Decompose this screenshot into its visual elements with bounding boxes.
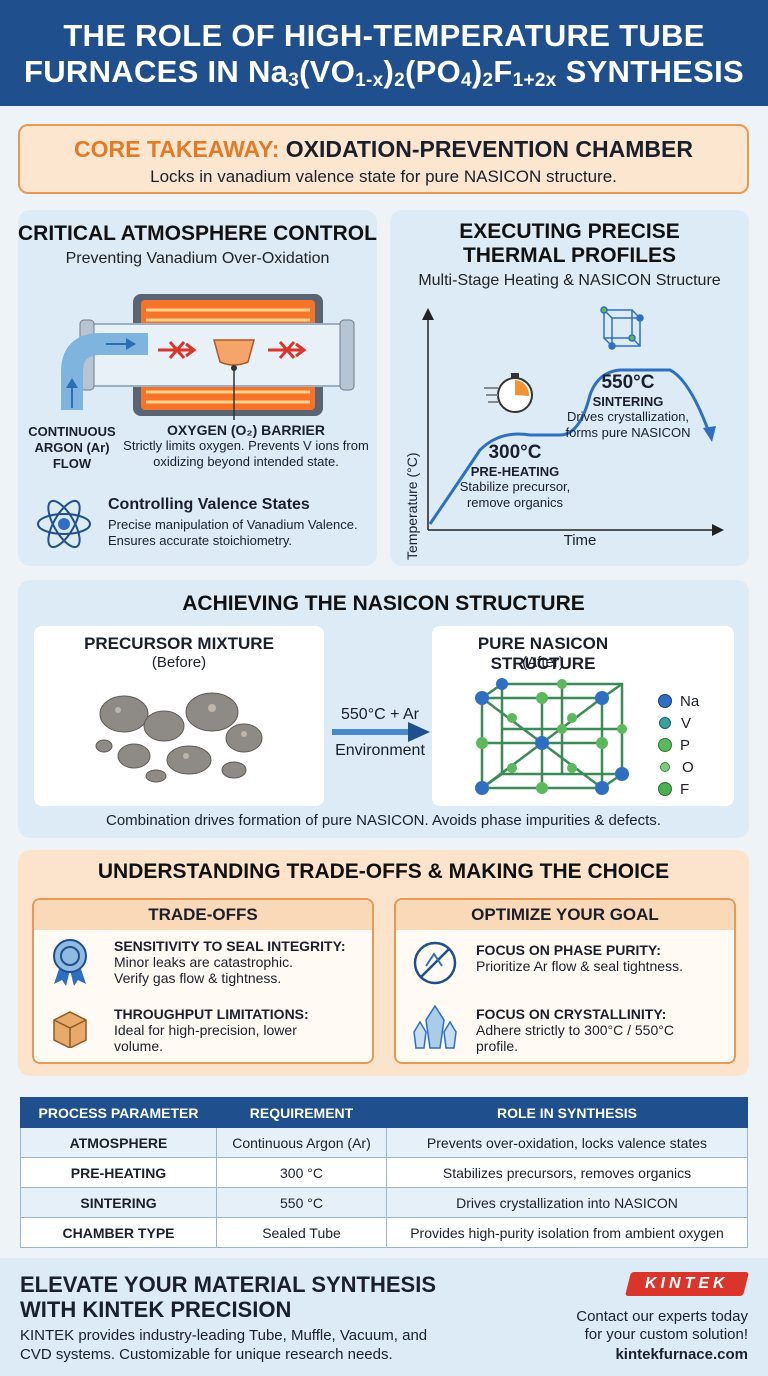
atmosphere-title: CRITICAL ATMOSPHERE CONTROL — [18, 222, 377, 245]
column-header: REQUIREMENT — [216, 1097, 387, 1128]
tradeoff-item-seal: SENSITIVITY TO SEAL INTEGRITY: Minor lea… — [114, 938, 346, 986]
atmosphere-panel: CRITICAL ATMOSPHERE CONTROL Preventing V… — [18, 210, 377, 566]
legend-swatch — [658, 694, 672, 708]
legend-item-o: O — [658, 756, 728, 778]
y-axis-label: Temperature (°C) — [404, 452, 420, 560]
takeaway-heading: CORE TAKEAWAY: OXIDATION-PREVENTION CHAM… — [74, 136, 693, 162]
table-cell: PRE-HEATING — [20, 1157, 217, 1188]
stopwatch-icon — [484, 373, 533, 413]
nasicon-title: ACHIEVING THE NASICON STRUCTURE — [182, 592, 585, 615]
precursor-particles-image — [95, 692, 263, 783]
thermal-profile-chart — [422, 306, 724, 536]
oxygen-barrier-block: OXYGEN (O₂) BARRIER Strictly limits oxyg… — [118, 422, 374, 470]
nasicon-caption: Combination drives formation of pure NAS… — [106, 812, 661, 829]
tradeoffs-card: TRADE-OFFS SENSITIVITY TO SEAL INTEGRITY… — [32, 898, 374, 1064]
arrow-top-label: 550°C + Ar — [341, 706, 419, 723]
table-cell: Continuous Argon (Ar) — [216, 1127, 387, 1158]
atmosphere-subtitle: Preventing Vanadium Over-Oxidation — [65, 250, 330, 267]
optimize-item-purity: FOCUS ON PHASE PURITY: Prioritize Ar flo… — [476, 942, 683, 974]
crystal-lattice-icon — [600, 306, 644, 350]
tradeoffs-panel: UNDERSTANDING TRADE-OFFS & MAKING THE CH… — [18, 850, 749, 1076]
footer-text: KINTEK provides industry-leading Tube, M… — [20, 1327, 428, 1363]
sintering-annotation: 550°C SINTERING Drives crystallization, … — [565, 372, 691, 440]
page-title: THE ROLE OF HIGH-TEMPERATURE TUBE FURNAC… — [0, 18, 768, 99]
valence-block: Controlling Valence States Precise manip… — [108, 496, 374, 549]
column-header: PROCESS PARAMETER — [20, 1097, 217, 1128]
oxygen-barrier-title: OXYGEN (O₂) BARRIER — [167, 422, 325, 438]
no-impurity-icon — [413, 941, 457, 985]
kintek-logo[interactable]: KINTEK — [625, 1272, 749, 1296]
table-cell: 550 °C — [216, 1187, 387, 1218]
atom-icon — [37, 499, 91, 549]
precursor-card: PRECURSOR MIXTURE (Before) — [34, 626, 324, 806]
table-cell: Sealed Tube — [216, 1217, 387, 1248]
oxygen-blocked-arrows — [158, 341, 307, 359]
footer-url-link[interactable]: kintekfurnace.com — [615, 1346, 748, 1363]
table-row: PRE-HEATING 300 °C Stabilizes precursors… — [20, 1157, 748, 1188]
title-line-2: FURNACES IN Na3(VO1-x)2(PO4)2F1+2x SYNTH… — [23, 54, 744, 91]
nasicon-card: PURE NASICON STRUCTURE (After) Na V — [432, 626, 734, 806]
process-parameter-table: PROCESS PARAMETER REQUIREMENT ROLE IN SY… — [20, 1097, 748, 1248]
valence-title: Controlling Valence States — [108, 496, 310, 513]
nasicon-lattice-image — [475, 678, 629, 795]
tradeoff-item-throughput: THROUGHPUT LIMITATIONS: Ideal for high-p… — [114, 1006, 309, 1054]
column-header: ROLE IN SYNTHESIS — [386, 1097, 748, 1128]
tube-furnace-diagram — [61, 294, 355, 420]
transform-arrow-icon — [332, 722, 430, 742]
legend-item-v: V — [658, 712, 728, 734]
table-cell: Stabilizes precursors, removes organics — [386, 1157, 748, 1188]
title-line-1: THE ROLE OF HIGH-TEMPERATURE TUBE — [63, 18, 705, 53]
takeaway-text: Locks in vanadium valence state for pure… — [150, 167, 617, 186]
legend-swatch — [660, 762, 670, 772]
nasicon-panel: ACHIEVING THE NASICON STRUCTURE PRECURSO… — [18, 580, 749, 838]
table-cell: CHAMBER TYPE — [20, 1217, 217, 1248]
table-row: ATMOSPHERE Continuous Argon (Ar) Prevent… — [20, 1127, 748, 1158]
tradeoffs-title: UNDERSTANDING TRADE-OFFS & MAKING THE CH… — [97, 860, 670, 883]
table-cell: Drives crystallization into NASICON — [386, 1187, 748, 1218]
y-axis-label-wrap: Temperature (°C) — [404, 452, 424, 590]
table-row: CHAMBER TYPE Sealed Tube Provides high-p… — [20, 1217, 748, 1248]
optimize-card: OPTIMIZE YOUR GOAL FOCUS ON PHASE PURITY… — [394, 898, 736, 1064]
table-cell: Provides high-purity isolation from ambi… — [386, 1217, 748, 1248]
optimize-item-crystallinity: FOCUS ON CRYSTALLINITY: Adhere strictly … — [476, 1006, 674, 1054]
arrow-bottom-label: Environment — [335, 742, 425, 759]
crystal-icon — [413, 1004, 457, 1049]
thermal-subtitle: Multi-Stage Heating & NASICON Structure — [418, 272, 721, 289]
optimize-card-header: OPTIMIZE YOUR GOAL — [396, 900, 734, 930]
element-legend: Na V P O F — [658, 690, 728, 800]
table-cell: 300 °C — [216, 1157, 387, 1188]
page-header: THE ROLE OF HIGH-TEMPERATURE TUBE FURNAC… — [0, 0, 768, 106]
box-icon — [53, 1011, 87, 1048]
table-cell: Prevents over-oxidation, locks valence s… — [386, 1127, 748, 1158]
tradeoffs-card-header: TRADE-OFFS — [34, 900, 372, 930]
legend-item-na: Na — [658, 690, 728, 712]
core-takeaway-box: CORE TAKEAWAY: OXIDATION-PREVENTION CHAM… — [18, 124, 749, 194]
table-cell: ATMOSPHERE — [20, 1127, 217, 1158]
legend-swatch — [658, 738, 672, 752]
x-axis-label: Time — [563, 532, 597, 549]
award-ribbon-icon — [53, 939, 87, 986]
table-header-row: PROCESS PARAMETER REQUIREMENT ROLE IN SY… — [20, 1097, 748, 1128]
legend-swatch — [659, 717, 671, 729]
table-row: SINTERING 550 °C Drives crystallization … — [20, 1187, 748, 1218]
legend-item-p: P — [658, 734, 728, 756]
argon-inlet-pipe — [61, 333, 148, 410]
preheat-annotation: 300°C PRE-HEATING Stabilize precursor, r… — [459, 442, 571, 510]
legend-swatch — [658, 782, 672, 796]
legend-item-f: F — [658, 778, 728, 800]
temperature-profile-line — [428, 368, 712, 525]
table-cell: SINTERING — [20, 1187, 217, 1218]
crucible-icon — [213, 339, 255, 366]
